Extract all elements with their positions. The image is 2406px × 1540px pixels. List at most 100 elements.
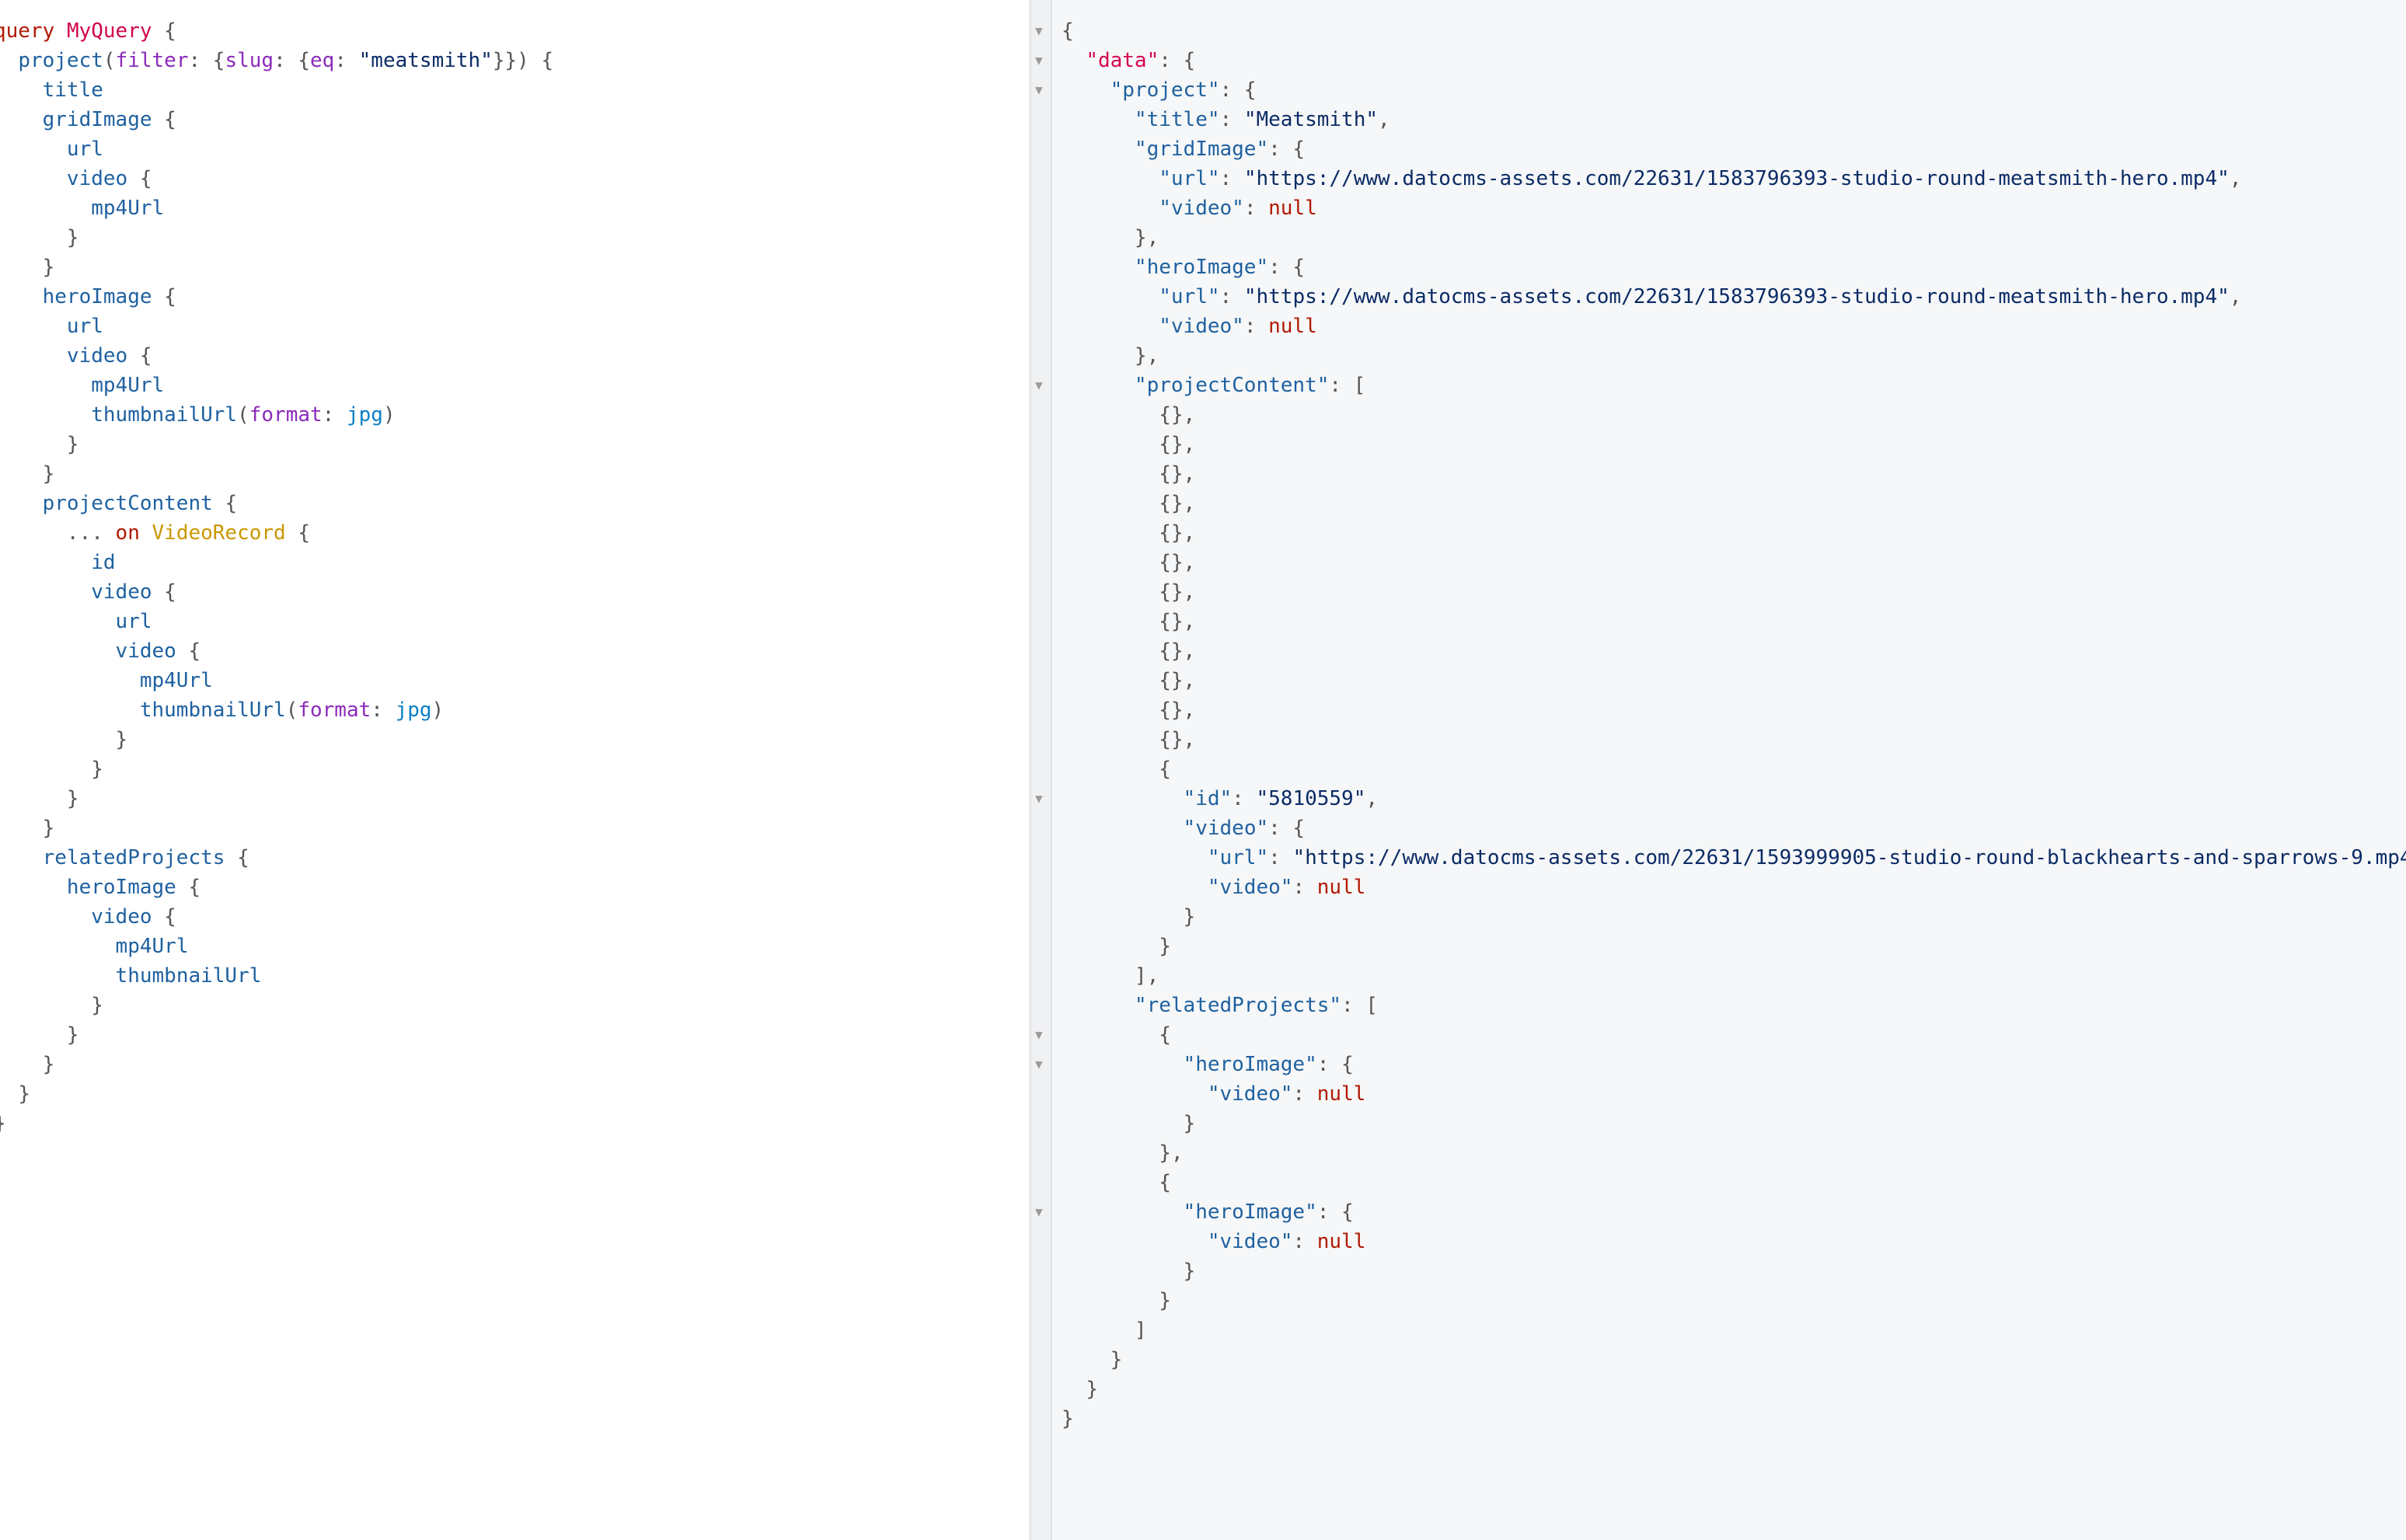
result-line: "url": "https://www.datocms-assets.com/2… (1159, 285, 2242, 308)
field-projectcontent: projectContent (42, 492, 213, 515)
result-line: {}, (1062, 607, 2406, 636)
result-line: "gridImage": { (1134, 138, 1306, 161)
json-value-url: "https://www.datocms-assets.com/22631/15… (1243, 285, 2230, 308)
query-line: id (0, 548, 553, 577)
json-empty-object: {}, (1159, 639, 1196, 663)
result-line: "heroImage": { (1183, 1053, 1354, 1076)
result-line: { (1159, 1023, 1171, 1047)
fold-arrow-icon[interactable]: ▼ (1035, 791, 1043, 806)
json-value-title: "Meatsmith" (1243, 108, 1378, 131)
fold-arrow-icon[interactable]: ▼ (1035, 23, 1043, 38)
fragment-type: VideoRecord (152, 521, 286, 545)
format-value: jpg (395, 699, 432, 722)
json-key-video: "video" (1159, 197, 1244, 220)
field-video: video (66, 344, 128, 368)
json-key-video: "video" (1159, 315, 1244, 338)
result-line: } (1183, 1112, 1196, 1135)
arg-format: format (298, 699, 371, 722)
json-key-data: "data" (1086, 49, 1159, 72)
query-line: } (42, 817, 55, 840)
json-empty-object: {}, (1159, 580, 1196, 604)
result-viewer: { "data": { "project": { "title": "Meats… (1062, 16, 2406, 1434)
fold-arrow-icon[interactable]: ▼ (1035, 1204, 1043, 1219)
json-key-gridimage: "gridImage" (1134, 138, 1269, 161)
arg-filter: filter (115, 49, 189, 72)
field-video: video (66, 167, 128, 190)
field-video: video (91, 580, 152, 604)
result-fold-gutter: ▼ ▼ ▼ ▼ ▼ ▼ ▼ ▼ (1032, 0, 1052, 1540)
field-heroimage: heroImage (42, 285, 152, 308)
field-mp4url: mp4Url (115, 935, 189, 958)
field-title: title (42, 78, 103, 102)
slug-value: "meatsmith" (358, 49, 493, 72)
query-line: url (0, 134, 553, 164)
query-line: heroImage { (66, 876, 201, 899)
result-line: "video": null (1207, 1082, 1366, 1106)
json-key-projectcontent: "projectContent" (1134, 374, 1330, 397)
query-editor-pane[interactable]: query MyQuery { project(filter: {slug: {… (0, 0, 1029, 1540)
result-line: "heroImage": { (1134, 256, 1306, 279)
query-line: mp4Url (0, 371, 553, 400)
field-mp4url: mp4Url (139, 669, 213, 692)
field-thumbnailurl: thumbnailUrl (91, 403, 238, 427)
json-key-heroimage: "heroImage" (1183, 1200, 1317, 1224)
pane-resize-handle[interactable] (1029, 0, 1032, 1540)
fold-arrow-icon[interactable]: ▼ (1035, 1027, 1043, 1042)
fold-arrow-icon[interactable]: ▼ (1035, 53, 1043, 68)
arg-slug: slug (225, 49, 274, 72)
json-empty-object: {}, (1159, 462, 1196, 486)
result-line: "data": { (1086, 49, 1196, 72)
query-line: } (115, 728, 128, 751)
result-line: } (1110, 1348, 1123, 1371)
format-value: jpg (346, 403, 383, 427)
field-url: url (115, 610, 152, 633)
query-editor[interactable]: query MyQuery { project(filter: {slug: {… (0, 16, 553, 1138)
json-key-url: "url" (1207, 846, 1269, 869)
arg-eq: eq (310, 49, 335, 72)
fold-arrow-icon[interactable]: ▼ (1035, 82, 1043, 97)
json-empty-object: {}, (1159, 433, 1196, 456)
result-line: "url": "https://www.datocms-assets.com/2… (1159, 167, 2242, 190)
result-line: "video": null (1159, 315, 1317, 338)
result-line: {}, (1062, 695, 2406, 725)
query-line: query MyQuery { (0, 16, 553, 46)
result-line: { (1062, 19, 1074, 43)
operation-keyword: query (0, 19, 55, 43)
json-key-url: "url" (1159, 167, 1220, 190)
result-line: } (1062, 1407, 1074, 1430)
json-value-null: null (1268, 315, 1317, 338)
json-value-url: "https://www.datocms-assets.com/22631/15… (1243, 167, 2230, 190)
json-key-project: "project" (1110, 78, 1220, 102)
field-thumbnailurl: thumbnailUrl (115, 964, 262, 988)
result-line: "title": "Meatsmith", (1134, 108, 1390, 131)
result-line: "project": { (1110, 78, 1257, 102)
query-line: heroImage { (42, 285, 176, 308)
result-line: "relatedProjects": [ (1134, 994, 1378, 1017)
result-line: ], (1134, 964, 1159, 988)
json-empty-object: {}, (1159, 699, 1196, 722)
on-keyword: on (115, 521, 140, 545)
result-viewer-pane[interactable]: { "data": { "project": { "title": "Meats… (1052, 0, 2406, 1540)
json-empty-object: {}, (1159, 728, 1196, 751)
result-line: {}, (1062, 636, 2406, 666)
query-line: } (91, 994, 103, 1017)
query-line: } (42, 256, 55, 279)
result-line: {}, (1062, 666, 2406, 695)
query-line: mp4Url (0, 193, 553, 223)
fold-arrow-icon[interactable]: ▼ (1035, 1057, 1043, 1071)
field-relatedprojects: relatedProjects (42, 846, 225, 869)
json-key-video: "video" (1207, 1082, 1293, 1106)
query-line: } (91, 758, 103, 781)
query-line: } (66, 787, 79, 810)
json-empty-object: {}, (1159, 669, 1196, 692)
result-line: "video": null (1207, 1230, 1366, 1253)
field-video: video (115, 639, 176, 663)
fold-arrow-icon[interactable]: ▼ (1035, 378, 1043, 392)
query-line: } (18, 1082, 30, 1106)
result-line: } (1159, 935, 1171, 958)
field-video: video (91, 905, 152, 929)
result-line: } (1183, 1260, 1196, 1283)
query-line: } (66, 226, 79, 249)
result-line: } (1086, 1378, 1098, 1401)
